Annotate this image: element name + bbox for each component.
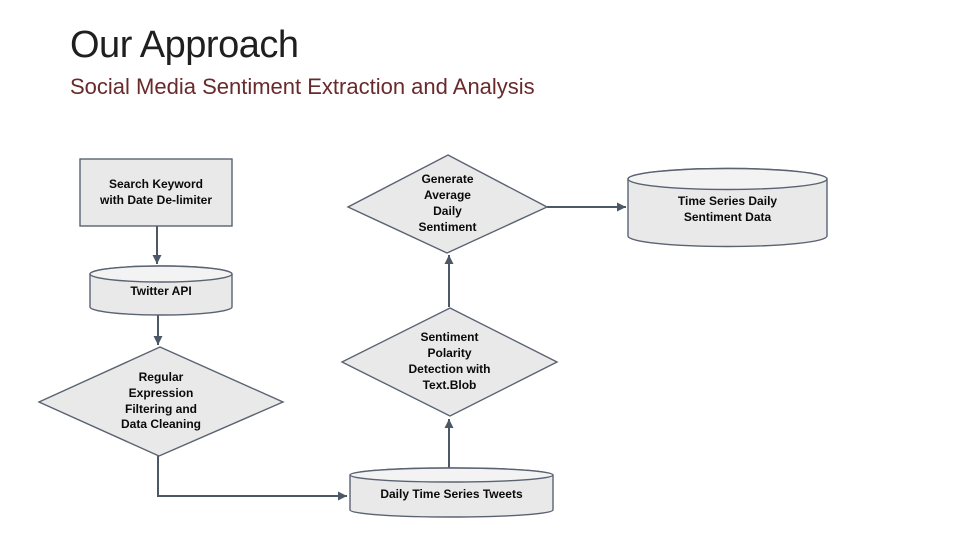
node-regex-filtering-shape xyxy=(37,346,285,457)
slide-header: Our Approach Social Media Sentiment Extr… xyxy=(70,24,535,100)
slide-title: Our Approach xyxy=(70,24,299,66)
cylinder-top xyxy=(627,167,828,191)
node-twitter-api-shape xyxy=(89,265,233,316)
cylinder-top xyxy=(89,265,233,283)
connector-regex-to-dailytweets xyxy=(157,456,347,501)
node-sentiment-polarity-shape xyxy=(340,307,559,417)
cylinder-top xyxy=(349,467,554,483)
slide-subtitle: Social Media Sentiment Extraction and An… xyxy=(70,74,535,99)
node-generate-average-shape xyxy=(346,154,549,254)
node-daily-tweets-shape xyxy=(349,467,554,518)
node-time-series-data-shape xyxy=(627,167,828,248)
node-search-keyword-shape xyxy=(79,158,233,227)
